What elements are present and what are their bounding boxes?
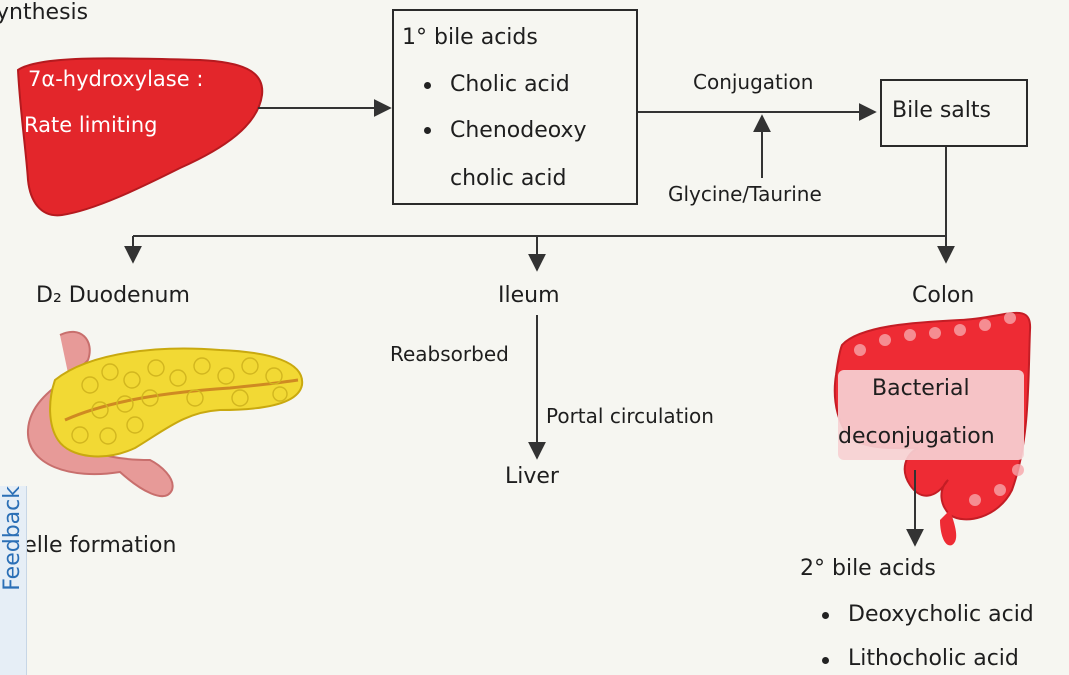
feedback-tab[interactable]: Feedback xyxy=(0,486,27,675)
conjugation-label: Conjugation xyxy=(693,70,813,94)
feedback-tab-label: Feedback xyxy=(0,486,26,672)
portal-circulation-label: Portal circulation xyxy=(546,404,714,428)
duodenum-label: D₂ Duodenum xyxy=(36,283,190,308)
synthesis-label: ynthesis xyxy=(0,0,88,25)
rate-limiting-label: Rate limiting xyxy=(24,113,158,137)
colon-label: Colon xyxy=(912,283,974,308)
glycine-taurine-label: Glycine/Taurine xyxy=(668,182,822,206)
pancreas-shape xyxy=(50,349,302,457)
ileum-label: Ileum xyxy=(498,283,560,308)
deconjugation-label: deconjugation xyxy=(838,424,995,449)
lithocholic-acid-label: Lithocholic acid xyxy=(848,646,1019,671)
cholic-acid-label: Cholic acid xyxy=(450,72,570,97)
bile-salts-label: Bile salts xyxy=(892,98,991,123)
bullet xyxy=(822,612,829,619)
reabsorbed-label: Reabsorbed xyxy=(390,342,509,366)
deoxycholic-acid-label: Deoxycholic acid xyxy=(848,602,1034,627)
liver-enzyme-label: 7α-hydroxylase : xyxy=(28,67,203,91)
secondary-bile-acids-title: 2° bile acids xyxy=(800,556,936,581)
bullet xyxy=(822,657,829,664)
primary-bile-acids-title: 1° bile acids xyxy=(402,25,538,50)
chenodeoxy-label: Chenodeoxy xyxy=(450,118,587,143)
bullet xyxy=(424,127,431,134)
pancreas-illustration xyxy=(28,332,302,496)
bacterial-label: Bacterial xyxy=(872,376,970,401)
cholic-acid-cont-label: cholic acid xyxy=(450,166,566,191)
liver-label: Liver xyxy=(505,464,559,489)
bullet xyxy=(424,82,431,89)
